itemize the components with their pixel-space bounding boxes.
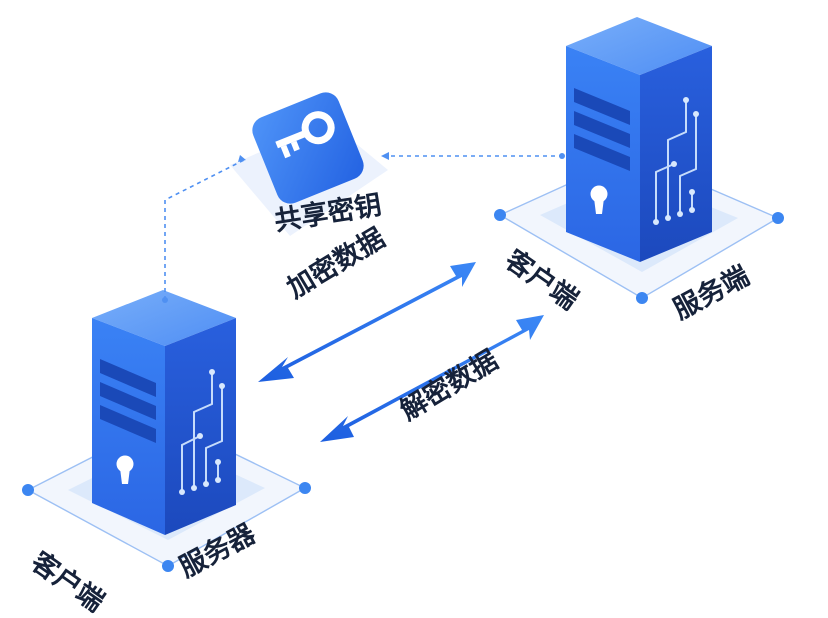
left-server-icon [92,290,236,535]
shared-key-card [230,92,388,236]
key-link-arrowhead [238,155,246,162]
decrypt-arrow [320,315,544,442]
platform-dot [299,482,311,494]
right-server-icon [566,17,712,262]
keyhole-icon [590,185,608,214]
circuit-pattern [655,100,697,222]
keyhole-icon [116,455,134,484]
diagram-svg [22,17,784,572]
platform-dot [494,209,506,221]
platform-dot [22,484,34,496]
key-icon [275,111,335,159]
diagram-canvas: 共享密钥 加密数据 解密数据 客户端 服务器 客户端 服务端 [22,17,784,618]
platform-dot [162,560,174,572]
key-link-arrowhead [381,152,389,160]
key-link-dot [559,153,565,159]
encrypt-arrow [258,262,476,382]
key-link-dot [162,297,168,303]
key-link-left [164,159,245,300]
platform-dot [636,292,648,304]
platform-dot [772,212,784,224]
